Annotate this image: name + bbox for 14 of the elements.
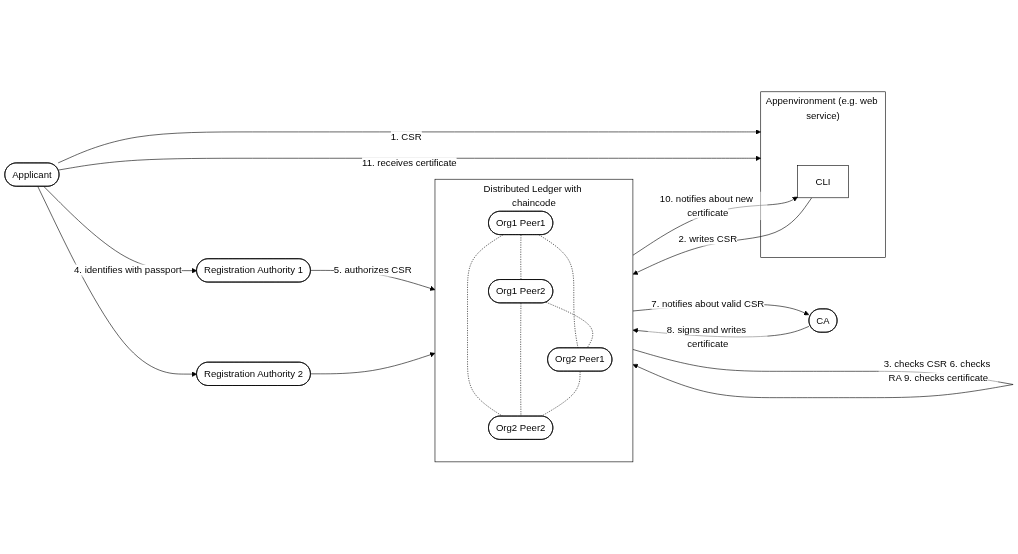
edge-label: 1. CSR bbox=[390, 131, 422, 142]
node-box: CLI bbox=[797, 165, 849, 199]
connector bbox=[467, 234, 504, 417]
connector bbox=[538, 234, 579, 349]
connector bbox=[540, 371, 581, 417]
edge-label: 3. checks CSR 6. checks RA 9. checks certificate bbox=[883, 358, 991, 384]
edge-label: 7. notifies about valid CSR bbox=[651, 298, 765, 309]
connector bbox=[545, 302, 594, 349]
edge-label: 8. signs and writes certificate bbox=[666, 324, 747, 350]
edge-label: 2. writes CSR bbox=[678, 234, 738, 245]
edge-label: 11. receives certificate bbox=[362, 157, 457, 169]
edge-label: 5. authorizes CSR bbox=[333, 265, 412, 276]
edge-label: 10. notifies about new certificate bbox=[659, 193, 754, 219]
edge-label: 4. identifies with passport bbox=[74, 265, 182, 276]
